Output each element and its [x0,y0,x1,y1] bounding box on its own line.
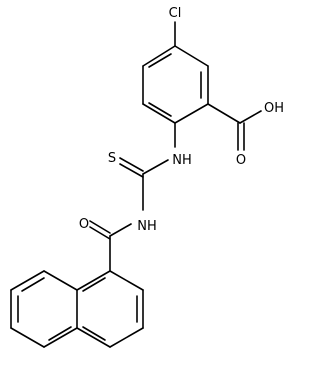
carboxylic-acid-group [207,103,262,151]
carbonyl-oxygen-amide-label: O [79,217,89,232]
carbonyl-oxygen-acid-label: O [236,153,246,168]
thiourea-linker [119,122,176,211]
chemical-structure: Cl OH O NH S NH O [10,6,284,348]
amide-group [89,220,132,272]
benzene-ring-chlorobenzoic [142,45,209,124]
acyl-nh-label: NH [137,219,157,234]
aryl-nh-label: NH [172,153,192,168]
hydroxyl-label: OH [264,101,284,116]
sulfur-label: S [108,151,116,166]
naphthalene-ring [10,270,144,348]
chlorine-label: Cl [169,6,182,21]
